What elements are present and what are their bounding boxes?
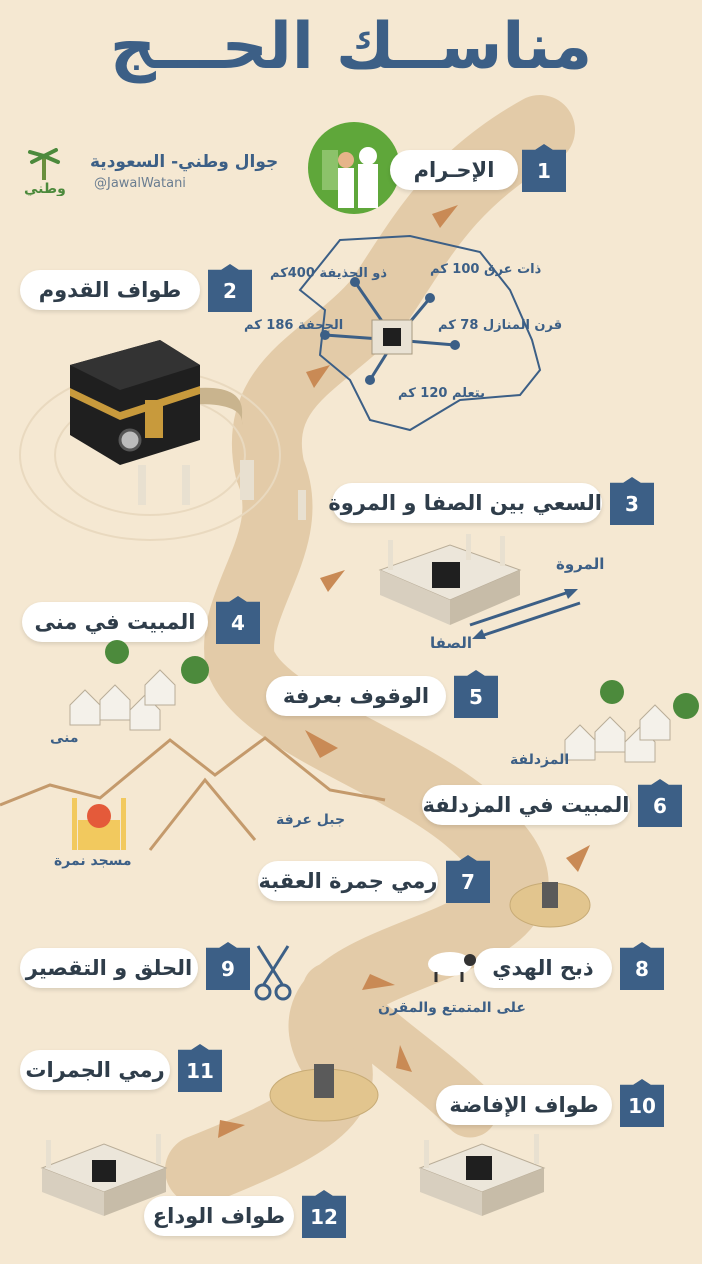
sai-arrows-icon bbox=[469, 589, 581, 639]
step-3: السعي بين الصفا و المروة 3 bbox=[328, 477, 662, 525]
place-safa: الصفا bbox=[430, 634, 472, 652]
pilgrims-icon bbox=[308, 122, 400, 214]
step-12: طواف الوداع 12 bbox=[144, 1190, 360, 1238]
mountains-icon bbox=[0, 736, 386, 851]
miqat-dhul-hulayfah: ذو الحذيفة 400كم bbox=[270, 266, 388, 281]
mosque-icon-3 bbox=[418, 1134, 546, 1216]
step-1-number: 1 bbox=[522, 144, 566, 192]
place-jabal-arafah: جبل عرفة bbox=[276, 812, 346, 828]
step-9-label: الحلق و التقصير bbox=[20, 948, 198, 988]
step-6-number: 6 bbox=[638, 779, 682, 827]
miqat-qarn: قرن المنازل 78 كم bbox=[438, 318, 563, 333]
note-hady: على المتمتع والمقرن bbox=[378, 1000, 526, 1016]
step-6: المبيت في المزدلفة 6 bbox=[422, 779, 684, 827]
namirah-mosque-icon bbox=[72, 798, 126, 850]
arrow-icon bbox=[218, 205, 590, 1138]
step-9: الحلق و التقصير 9 bbox=[20, 942, 270, 990]
mosque-icon bbox=[378, 534, 522, 625]
mosque-icon-2 bbox=[40, 1134, 168, 1216]
step-2: طواف القدوم 2 bbox=[20, 264, 252, 312]
place-mina: منى bbox=[50, 730, 79, 746]
miqat-yalamlam: يتعلم 120 كم bbox=[398, 386, 485, 401]
place-namirah: مسجد نمرة bbox=[54, 853, 132, 869]
step-11-label: رمي الجمرات bbox=[20, 1050, 170, 1090]
tents-icon bbox=[69, 640, 209, 731]
step-4-label: المبيت في منى bbox=[22, 602, 208, 642]
step-2-label: طواف القدوم bbox=[20, 270, 200, 310]
step-3-label: السعي بين الصفا و المروة bbox=[328, 483, 602, 523]
step-11-number: 11 bbox=[178, 1044, 222, 1092]
step-10: طواف الإفاضة 10 bbox=[436, 1079, 666, 1127]
step-3-number: 3 bbox=[610, 477, 654, 525]
place-marwah: المروة bbox=[556, 555, 605, 573]
step-10-label: طواف الإفاضة bbox=[436, 1085, 612, 1125]
place-muzdalifah: المزدلفة bbox=[510, 752, 570, 768]
step-9-number: 9 bbox=[206, 942, 250, 990]
step-8-label: ذبح الهدي bbox=[474, 948, 612, 988]
step-8: ذبح الهدي 8 bbox=[474, 942, 664, 990]
miqat-dhat-irq: ذات عرق 100 كم bbox=[430, 262, 542, 277]
step-11: رمي الجمرات 11 bbox=[20, 1044, 222, 1092]
step-1: الإحـرام 1 bbox=[390, 144, 570, 192]
palm-logo-icon: وطني bbox=[24, 148, 66, 196]
jamarat-icon-2 bbox=[269, 1064, 379, 1122]
scissors-icon bbox=[254, 945, 292, 1001]
jamarat-icon bbox=[509, 882, 591, 928]
step-7: رمي جمرة العقبة 7 bbox=[258, 855, 490, 903]
step-10-number: 10 bbox=[620, 1079, 664, 1127]
step-4: المبيت في منى 4 bbox=[22, 596, 262, 644]
brand-block: وطني جوال وطني- السعودية @JawalWatani bbox=[20, 148, 278, 198]
brand-handle: @JawalWatani bbox=[94, 176, 186, 191]
brand-name: جوال وطني- السعودية bbox=[90, 152, 279, 172]
step-7-label: رمي جمرة العقبة bbox=[258, 861, 438, 901]
page-title: مناســك الحـــج bbox=[109, 10, 593, 84]
kaaba-icon bbox=[19, 340, 306, 541]
step-1-label: الإحـرام bbox=[390, 150, 518, 190]
miqat-juhfah: الجحفة 186 كم bbox=[244, 318, 344, 333]
step-5: الوقوف بعرفة 5 bbox=[266, 670, 498, 718]
step-5-number: 5 bbox=[454, 670, 498, 718]
sheep-icon bbox=[428, 952, 476, 982]
step-8-number: 8 bbox=[620, 942, 664, 990]
tents-icon-muzdalifah bbox=[564, 680, 699, 763]
brand-logo-text: وطني bbox=[24, 181, 66, 196]
step-4-number: 4 bbox=[216, 596, 260, 644]
step-7-number: 7 bbox=[446, 855, 490, 903]
map-icon bbox=[298, 234, 542, 432]
step-12-label: طواف الوداع bbox=[144, 1196, 294, 1236]
step-6-label: المبيت في المزدلفة bbox=[422, 785, 630, 825]
step-12-number: 12 bbox=[302, 1190, 346, 1238]
step-2-number: 2 bbox=[208, 264, 252, 312]
step-5-label: الوقوف بعرفة bbox=[266, 676, 446, 716]
